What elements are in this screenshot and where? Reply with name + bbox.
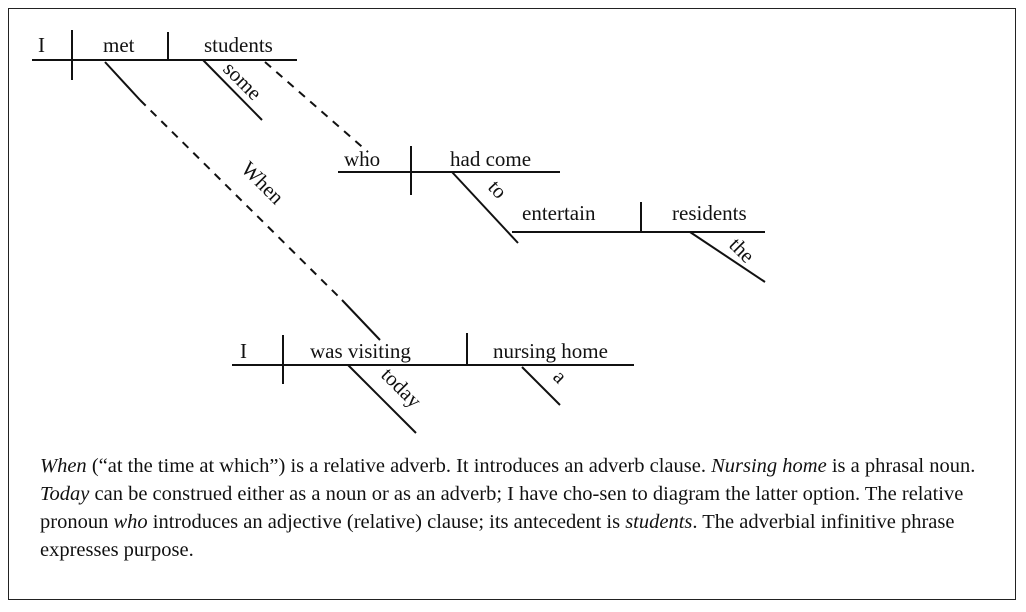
word-object: students: [204, 33, 273, 57]
word-residents: residents: [672, 201, 747, 225]
modifier-line-today: [347, 364, 417, 434]
modifier-line-the: [689, 231, 766, 283]
word-some: some: [218, 57, 266, 105]
caption-part: Today: [40, 483, 90, 505]
word-when: When: [236, 157, 289, 210]
modifier-line-a: [521, 366, 561, 406]
caption-part: . The adverbial infinitive phrase expres…: [40, 511, 955, 561]
word-to: to: [483, 175, 512, 203]
word-was-visiting: was visiting: [310, 339, 411, 363]
infinitive-marker-line: [451, 171, 519, 244]
caption: When (“at the time at which”) is a relat…: [40, 452, 980, 564]
relative-connector-line: [264, 61, 369, 153]
word-who: who: [344, 147, 380, 171]
caption-part: (“at the time at which”) is a relative a…: [86, 455, 712, 477]
caption-part: is a phrasal noun.: [826, 455, 976, 477]
caption-part: can be construed either as a noun or as …: [40, 483, 964, 533]
caption-part: introduces an adjective (relative) claus…: [147, 511, 626, 533]
figure-frame: [8, 8, 1016, 600]
when-connector-dashed: [139, 99, 343, 301]
modifier-line-some: [202, 59, 263, 121]
word-nursing-home: nursing home: [493, 339, 608, 363]
word-today: today: [376, 363, 426, 413]
word-had-come: had come: [450, 147, 531, 171]
word-entertain: entertain: [522, 201, 596, 225]
when-connector-solid-bottom: [341, 299, 381, 341]
word-a: a: [548, 365, 572, 389]
word-the: the: [724, 233, 759, 268]
word-adverb-subject: I: [240, 339, 247, 363]
word-subject: I: [38, 33, 45, 57]
word-verb: met: [103, 33, 135, 57]
caption-part: students: [625, 511, 693, 533]
when-connector-solid-top: [104, 61, 141, 101]
caption-part: Nursing home: [711, 455, 827, 477]
caption-part: who: [113, 511, 148, 533]
caption-part: When: [40, 455, 87, 477]
